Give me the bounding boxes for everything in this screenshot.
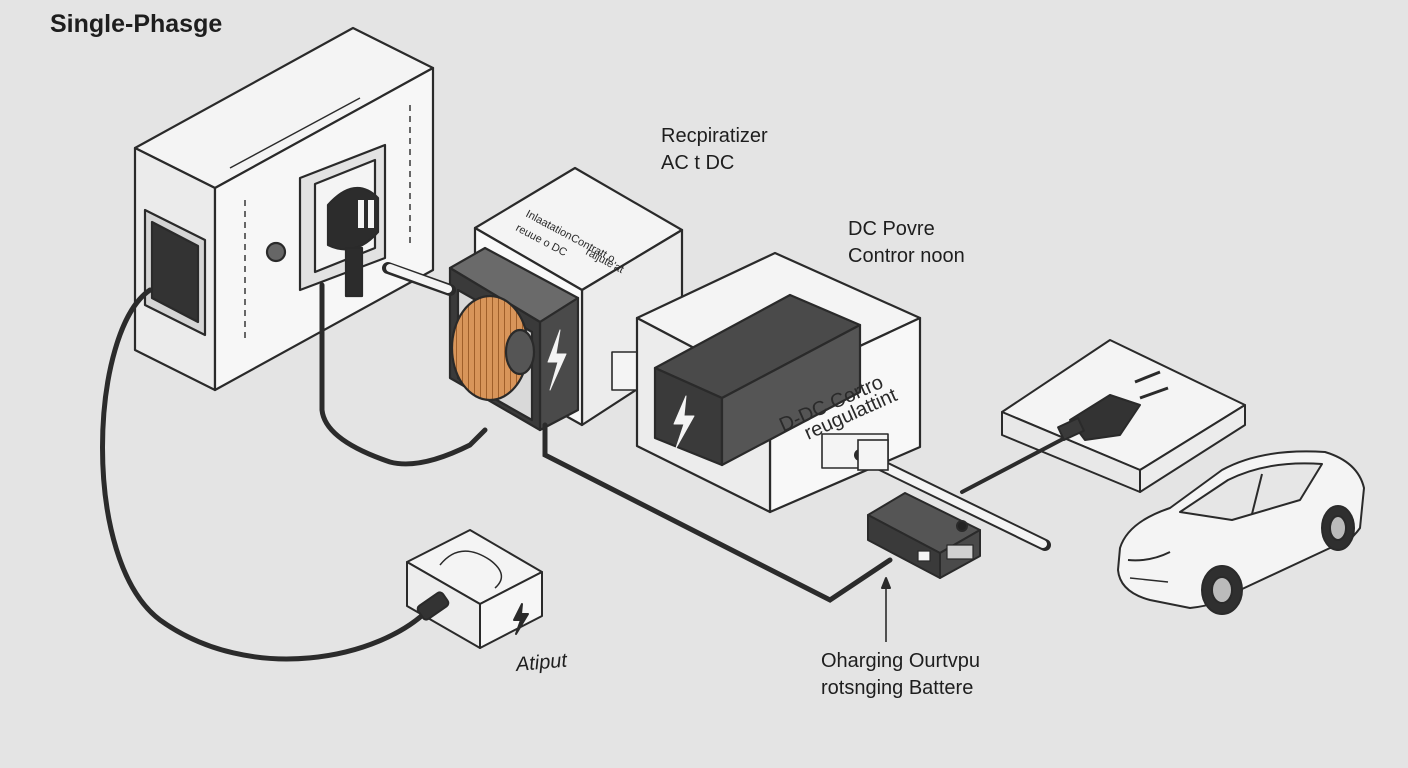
transformer-coil-icon: [450, 294, 536, 402]
rectifier-label-line1: Recpiratizer: [661, 125, 768, 147]
plug-icon: [298, 143, 387, 298]
rectifier-label-line2: AC t DC: [661, 152, 735, 174]
dc-power-label-line2: Contror noon: [848, 245, 965, 267]
dc-power-label-line1: DC Povre: [848, 218, 935, 240]
wall-socket-icon: [143, 208, 207, 337]
charging-label-line2: rotsnging Battere: [821, 677, 974, 699]
output-adapter: [406, 529, 543, 649]
charging-label-line1: Oharging Ourtvpu: [821, 650, 980, 672]
rectifier-label: Recpiratizer AC t DC: [661, 123, 768, 177]
transformer-unit: [448, 246, 580, 432]
cables: [100, 262, 1082, 662]
lightning-icon: [513, 603, 529, 635]
charge-controller: [867, 492, 981, 642]
wall-power-unit: [133, 26, 435, 392]
output-label: Atiput: [514, 649, 568, 676]
dc-dc-converter: [635, 251, 922, 514]
charger-plug-icon: [1057, 370, 1169, 441]
car-icon: [1117, 450, 1365, 615]
dc-power-label: DC Povre Contror noon: [848, 216, 965, 270]
lightning-icon: [673, 395, 695, 449]
diagram-title: Single-Phasge: [50, 10, 223, 38]
lightning-icon: [547, 329, 567, 391]
charging-label: Oharging Ourtvpu rotsnging Battere: [821, 648, 980, 702]
